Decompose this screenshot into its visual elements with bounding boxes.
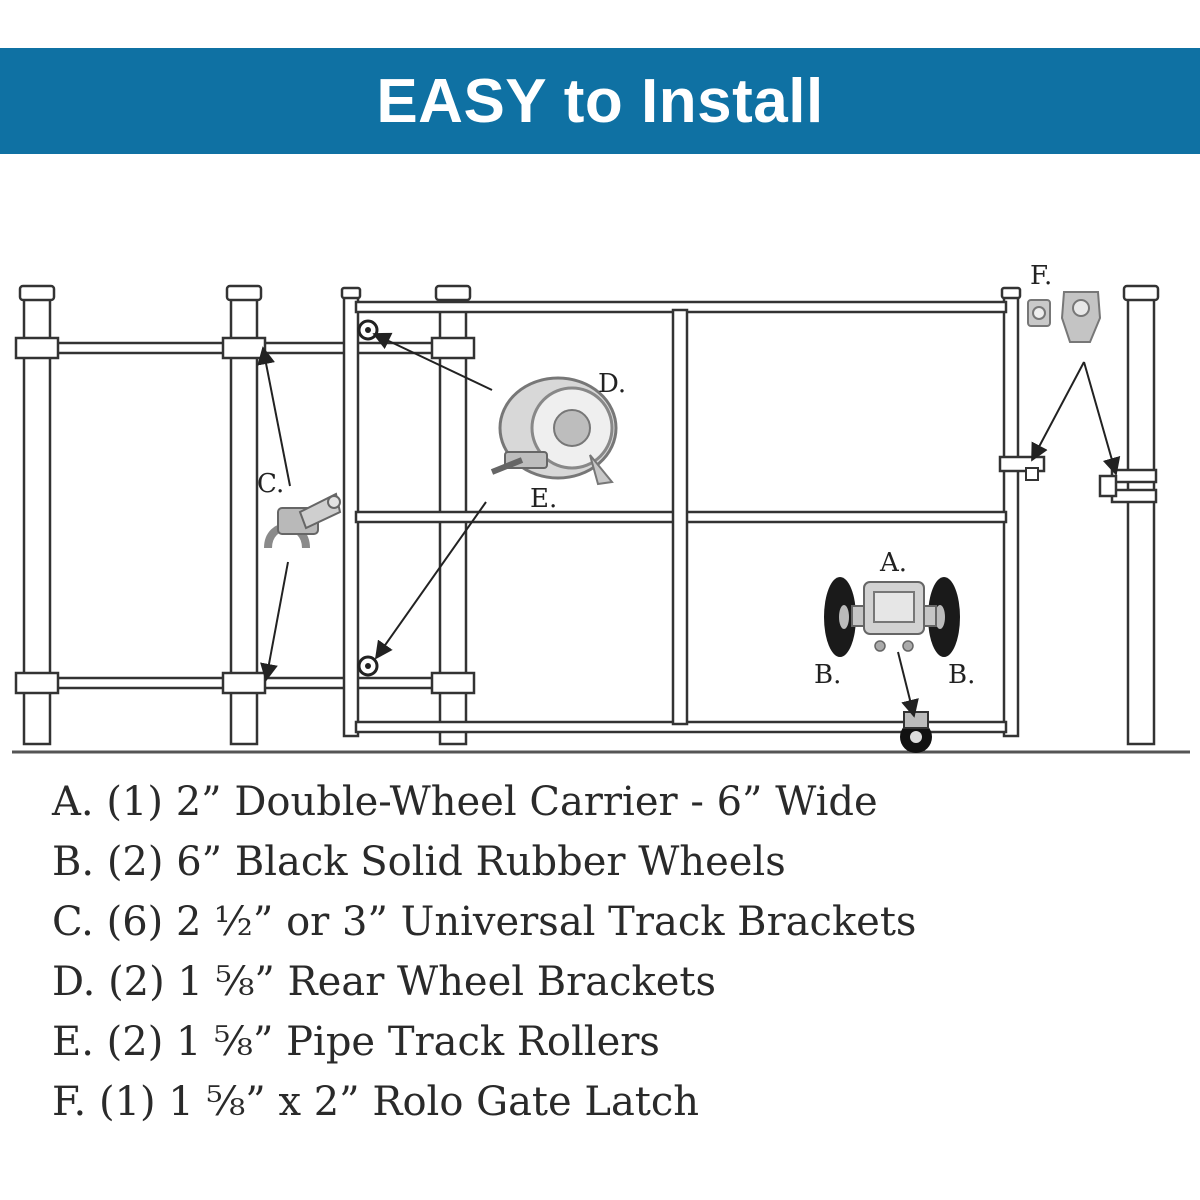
- double-wheel-carrier-illustration: [824, 577, 960, 657]
- part-letter: A.: [52, 779, 94, 825]
- parts-list-item: E. (2) 1 ⅝” Pipe Track Rollers: [52, 1012, 916, 1072]
- parts-list-item: A. (1) 2” Double-Wheel Carrier - 6” Wide: [52, 772, 916, 832]
- part-description: (2) 1 ⅝” Pipe Track Rollers: [106, 1019, 660, 1065]
- parts-list-item: C. (6) 2 ½” or 3” Universal Track Bracke…: [52, 892, 916, 952]
- part-letter: B.: [52, 839, 95, 885]
- callout-b-right: B.: [948, 660, 975, 690]
- gate-frame: [340, 286, 1022, 738]
- track-bracket-illustration: [264, 492, 342, 549]
- callout-b-left: B.: [814, 660, 841, 690]
- part-letter: C.: [52, 899, 94, 945]
- callout-e: E.: [530, 484, 557, 514]
- rear-wheel-bracket-illustration: [490, 376, 618, 486]
- arrows: [257, 332, 1121, 718]
- latch-post: [1098, 284, 1160, 746]
- callout-a: A.: [879, 548, 907, 578]
- gate-latch-illustration: [1027, 291, 1102, 343]
- part-description: (2) 6” Black Solid Rubber Wheels: [106, 839, 786, 885]
- parts-list-item: B. (2) 6” Black Solid Rubber Wheels: [52, 832, 916, 892]
- parts-list-item: D. (2) 1 ⅝” Rear Wheel Brackets: [52, 952, 916, 1012]
- part-letter: F.: [52, 1079, 87, 1125]
- part-description: (1) 1 ⅝” x 2” Rolo Gate Latch: [98, 1079, 700, 1125]
- callout-f: F.: [1030, 261, 1052, 291]
- callout-c: C.: [257, 469, 284, 499]
- parts-list-item: F. (1) 1 ⅝” x 2” Rolo Gate Latch: [52, 1072, 916, 1132]
- part-description: (1) 2” Double-Wheel Carrier - 6” Wide: [106, 779, 878, 825]
- rear-wheel-bracket-top: [357, 319, 379, 341]
- part-letter: E.: [52, 1019, 94, 1065]
- part-description: (6) 2 ½” or 3” Universal Track Brackets: [106, 899, 917, 945]
- rear-wheel-bracket-bottom: [357, 655, 379, 677]
- page-title: EASY to Install: [376, 66, 824, 136]
- gate-wheel: [900, 711, 932, 753]
- part-description: (2) 1 ⅝” Rear Wheel Brackets: [108, 959, 717, 1005]
- callout-d: D.: [598, 369, 626, 399]
- parts-list: A. (1) 2” Double-Wheel Carrier - 6” Wide…: [52, 772, 916, 1132]
- title-banner: EASY to Install: [0, 48, 1200, 154]
- part-letter: D.: [52, 959, 96, 1005]
